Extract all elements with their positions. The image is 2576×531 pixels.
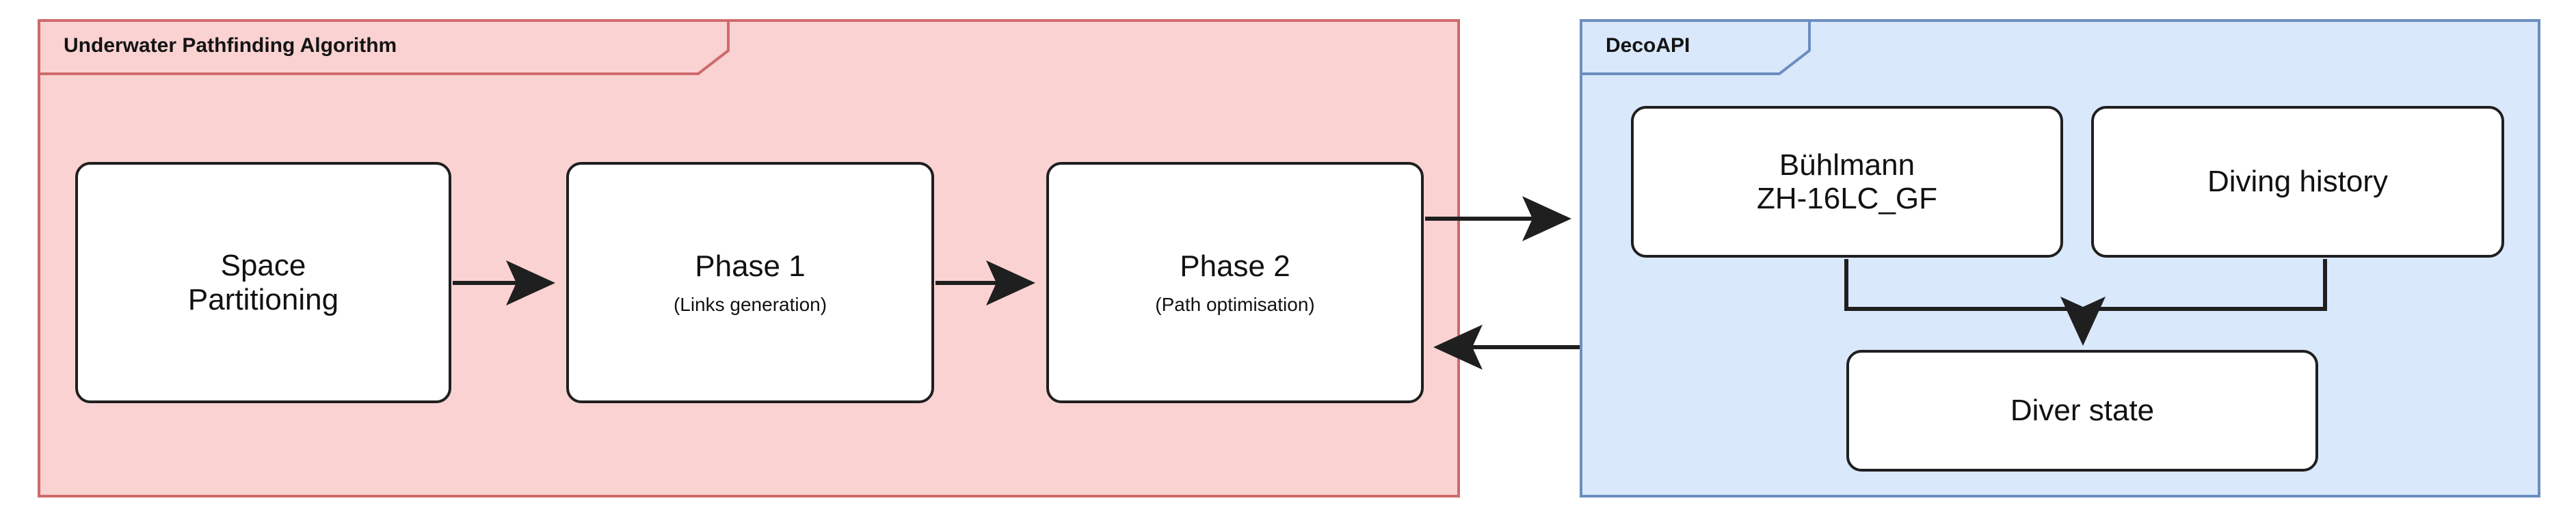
group-pathfinding-title: Underwater Pathfinding Algorithm	[64, 34, 397, 57]
node-diving-history-label: Diving history	[2207, 165, 2389, 199]
node-diver-state[interactable]: Diver state	[1846, 350, 2318, 472]
node-buhlmann-label: Bühlmann ZH-16LC_GF	[1756, 148, 1938, 215]
group-pathfinding-tab[interactable]: Underwater Pathfinding Algorithm	[38, 19, 728, 72]
node-diver-state-label: Diver state	[2010, 394, 2155, 428]
node-space-partitioning[interactable]: Space Partitioning	[75, 162, 451, 403]
group-decoapi-tab-shape	[1580, 19, 1811, 75]
group-pathfinding-tab-shape	[38, 19, 730, 75]
node-phase-1-sublabel: (Links generation)	[673, 294, 827, 316]
node-phase-1-label: Phase 1	[695, 249, 806, 283]
group-decoapi-tab[interactable]: DecoAPI	[1580, 19, 1812, 72]
node-phase-2-label: Phase 2	[1180, 249, 1290, 283]
node-phase-1[interactable]: Phase 1 (Links generation)	[566, 162, 934, 403]
group-decoapi-title: DecoAPI	[1606, 34, 1690, 57]
node-phase-2-sublabel: (Path optimisation)	[1155, 294, 1315, 316]
node-diving-history[interactable]: Diving history	[2091, 106, 2504, 258]
node-buhlmann-zh16lc-gf[interactable]: Bühlmann ZH-16LC_GF	[1631, 106, 2063, 258]
node-space-partitioning-label: Space Partitioning	[187, 249, 339, 316]
node-phase-2[interactable]: Phase 2 (Path optimisation)	[1046, 162, 1424, 403]
